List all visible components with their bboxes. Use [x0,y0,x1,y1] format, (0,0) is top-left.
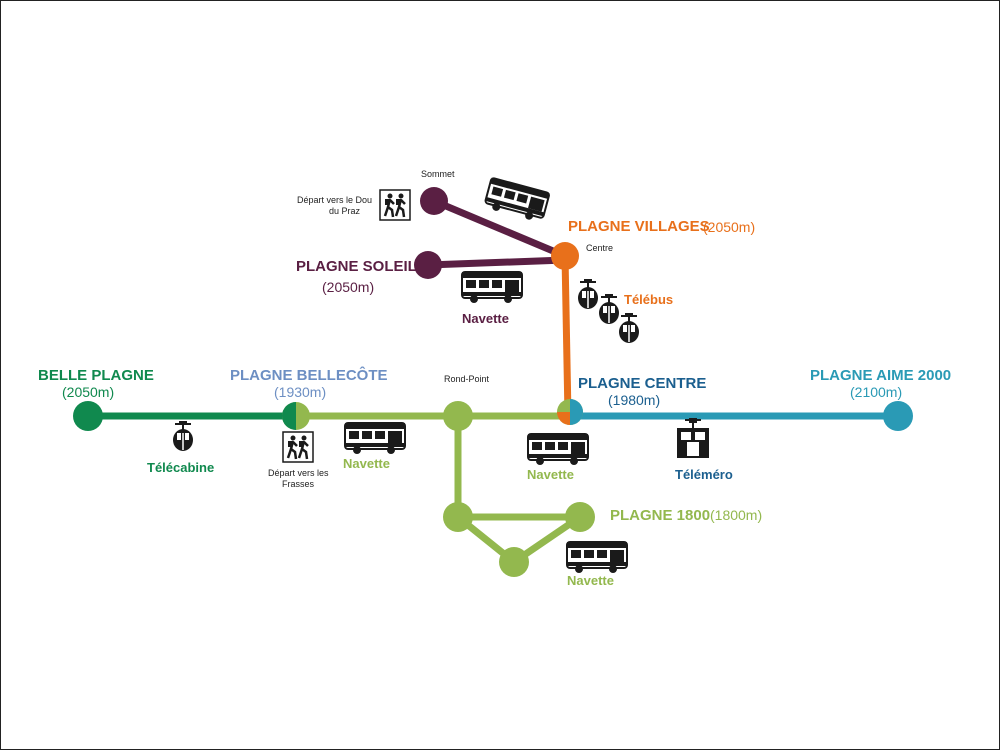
station-name-aime: PLAGNE AIME 2000 [810,367,952,384]
mode-label-telemetro: Téléméro [675,467,733,482]
mode-label-telecabine: Télécabine [147,460,215,475]
station-dot-plagne-centre [557,399,583,425]
line-plagne-soleil [427,256,566,269]
point-label-rond-point: Rond-Point [444,374,490,384]
station-dot-1800-c [499,547,529,577]
station-alt-belle-plagne: (2050m) [62,384,115,400]
gondola-icon [618,312,640,344]
mode-label-telebus: Télébus [624,292,674,307]
station-dot-rond-point [443,401,473,431]
point-label-depart-doux-2: du Praz [329,206,361,216]
station-dot-soleil [414,251,442,279]
station-alt-centre: (1980m) [608,392,661,408]
station-name-1800: PLAGNE 1800 [610,507,711,524]
station-alt-villages: (2050m) [703,219,756,235]
hikers-icon [378,188,412,222]
mode-label-navette-soleil: Navette [462,311,509,326]
mode-label-navette-centre: Navette [527,467,574,482]
mode-label-navette-bellecote: Navette [343,456,390,471]
station-name-centre: PLAGNE CENTRE [578,375,707,392]
line-telebus [561,255,572,417]
station-alt-aime: (2100m) [850,384,903,400]
station-dot-villages [551,242,579,270]
line-sommet [432,197,567,260]
mode-label-navette-1800: Navette [567,573,614,588]
point-label-depart-frasses-2: Frasses [282,479,315,489]
cable-car-icon [677,418,709,458]
bus-icon [461,271,523,304]
station-name-belle-plagne: BELLE PLAGNE [38,367,154,384]
bus-icon [344,422,406,455]
station-dot-sommet [420,187,448,215]
bus-icon [482,176,551,225]
station-dot-aime [883,401,913,431]
station-dot-1800-a [443,502,473,532]
station-alt-soleil: (2050m) [322,279,375,295]
hikers-icon [281,430,315,464]
station-dot-belle-plagne [73,401,103,431]
station-name-villages: PLAGNE VILLAGES [568,218,710,235]
station-dot-1800-b [565,502,595,532]
point-label-depart-doux-1: Départ vers le Dou [297,195,373,205]
point-label-depart-frasses-1: Départ vers les [268,468,329,478]
station-dot-bellecote [282,402,310,430]
station-name-soleil: PLAGNE SOLEIL [296,258,417,275]
gondola-icon [172,420,194,452]
bus-icon [527,433,589,466]
point-label-sommet: Sommet [421,169,455,179]
point-label-centre: Centre [586,243,614,253]
station-alt-1800: (1800m) [710,507,763,523]
station-alt-bellecote: (1930m) [274,384,327,400]
station-name-bellecote: PLAGNE BELLECÔTE [230,367,388,384]
gondola-icon [598,293,620,325]
gondola-icon [577,278,599,310]
bus-icon [566,541,628,574]
